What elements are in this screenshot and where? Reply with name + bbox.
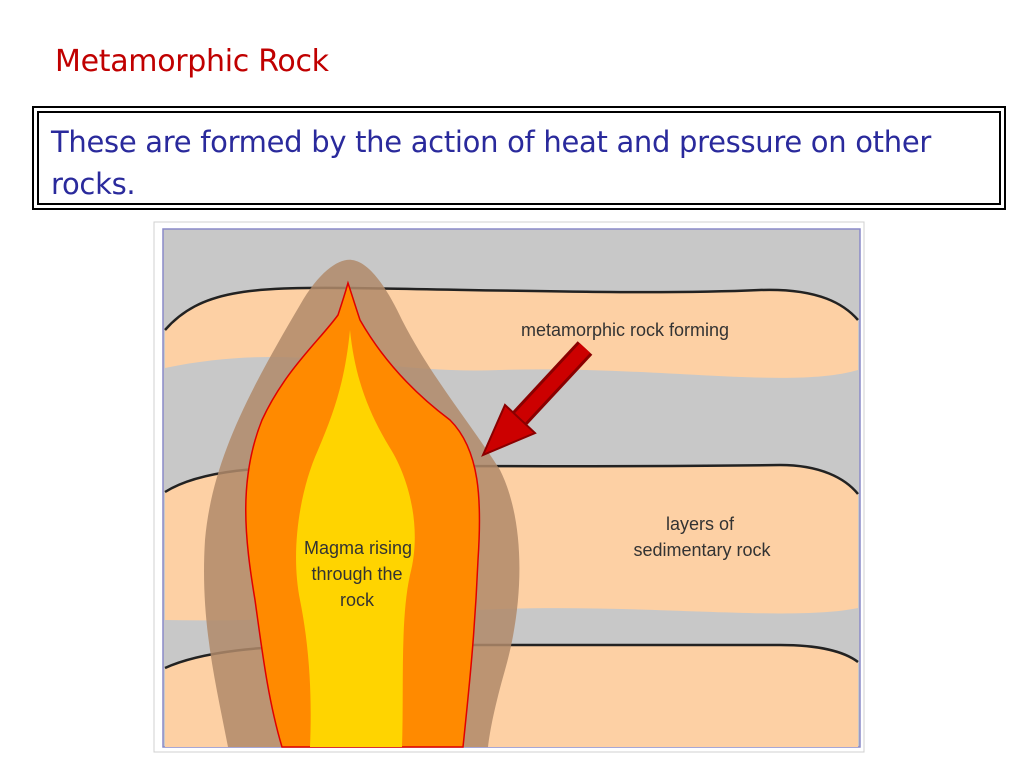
description-box: These are formed by the action of heat a… xyxy=(32,106,1006,210)
label-magma-line-2: through the xyxy=(311,564,402,584)
label-layers-line-1: layers of xyxy=(666,514,735,534)
label-magma-line-1: Magma rising xyxy=(304,538,412,558)
label-layers-line-2: sedimentary rock xyxy=(633,540,771,560)
label-magma-line-3: rock xyxy=(340,590,375,610)
description-box-inner: These are formed by the action of heat a… xyxy=(37,111,1001,205)
label-metamorphic-rock: metamorphic rock forming xyxy=(521,320,729,340)
arrow-icon xyxy=(481,341,593,457)
description-text: These are formed by the action of heat a… xyxy=(51,125,931,201)
metamorphic-rock-diagram: metamorphic rock forming layers of sedim… xyxy=(153,221,865,753)
magma-inner xyxy=(296,330,415,747)
layer-boundary-top xyxy=(164,286,859,331)
slide-title: Metamorphic Rock xyxy=(55,44,329,79)
